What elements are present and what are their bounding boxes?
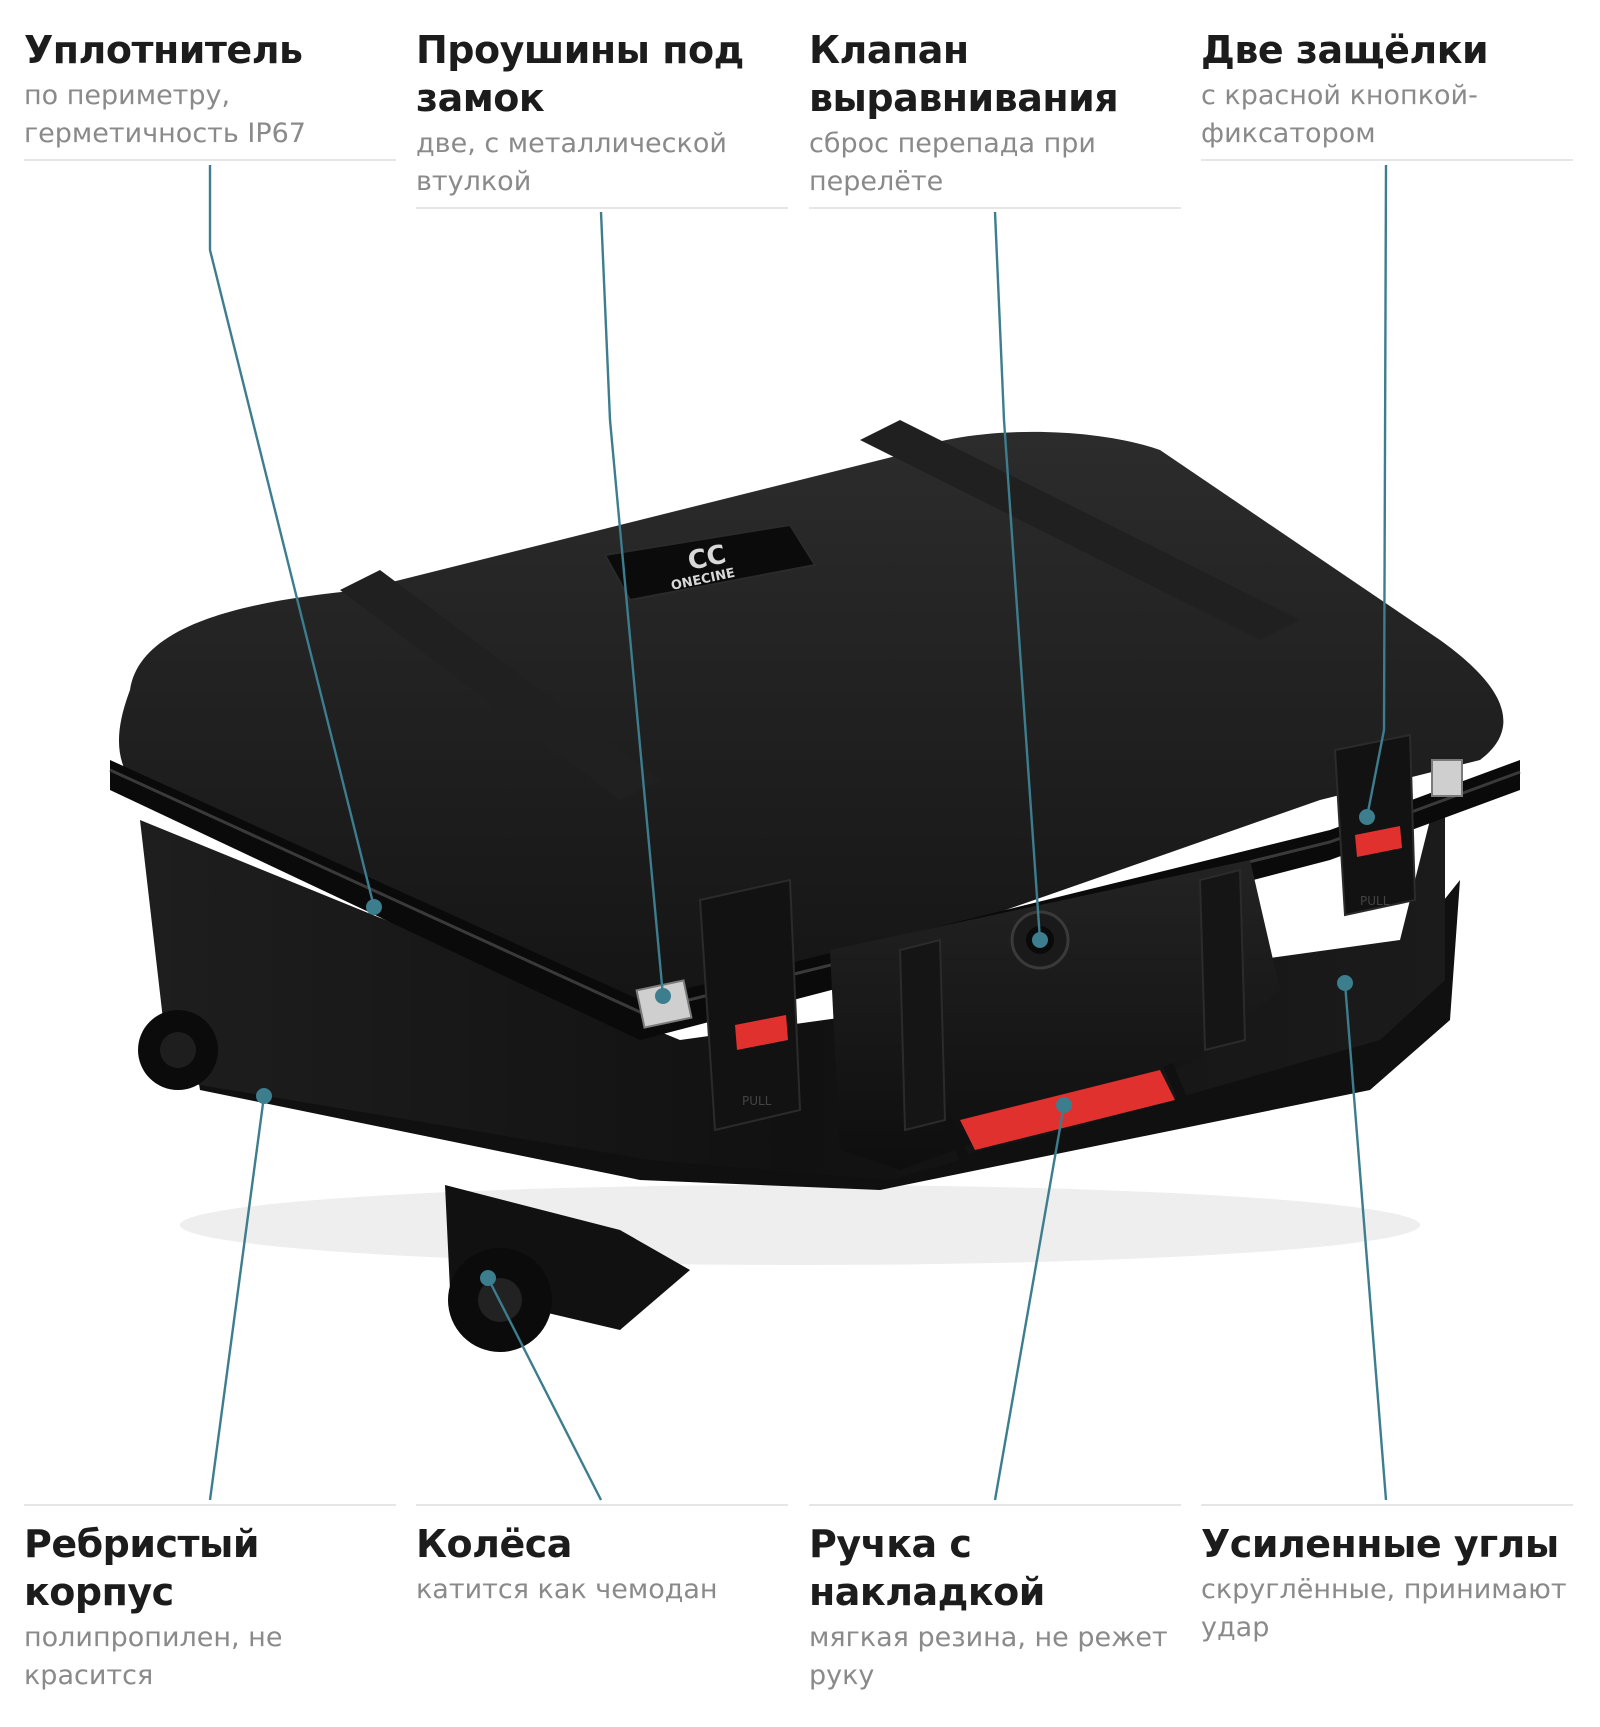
divider [416, 1504, 788, 1506]
leader-handle [993, 1104, 1066, 1501]
callout-wheels: Колёса катится как чемодан [416, 1520, 788, 1609]
lid-rib-left [340, 570, 660, 800]
handle-bracket-right [1198, 868, 1247, 1052]
callout-corners-subtitle: скруглённые, принимают удар [1201, 1574, 1567, 1643]
callout-padlock-eyelets-subtitle: две, с металлической втулкой [416, 128, 727, 197]
marker-handle [1056, 1097, 1072, 1113]
callout-corners-title: Усиленные углы [1201, 1522, 1559, 1566]
callout-gasket: Уплотнитель по периметру, герметичность … [24, 26, 396, 153]
logo-badge [603, 523, 817, 602]
marker-wheels [480, 1270, 496, 1286]
marker-latches [1359, 809, 1375, 825]
marker-padlock [655, 988, 671, 1004]
callout-pressure-valve: Клапан выравнивания сброс перепада при п… [809, 26, 1181, 201]
padlock-eyelet-left [635, 979, 693, 1029]
divider [809, 207, 1181, 209]
callout-handle-subtitle: мягкая резина, не режет руку [809, 1622, 1168, 1691]
callout-gasket-title: Уплотнитель [24, 28, 303, 72]
callout-ribbed-body-subtitle: полипропилен, не красится [24, 1622, 283, 1691]
leader-padlock [599, 211, 665, 997]
callout-ribbed-body-title: Ребристый корпус [24, 1522, 260, 1614]
divider [416, 207, 788, 209]
callout-ribbed-body: Ребристый корпус полипропилен, не красит… [24, 1520, 396, 1695]
callout-pressure-valve-subtitle: сброс перепада при перелёте [809, 128, 1096, 197]
lid-rib-right [860, 420, 1300, 640]
latch-left: PULL [698, 878, 802, 1132]
callout-latches-subtitle: с красной кнопкой-фиксатором [1201, 80, 1478, 149]
callout-gasket-subtitle: по периметру, герметичность IP67 [24, 80, 306, 149]
callout-padlock-eyelets: Проушины под замок две, с металлической … [416, 26, 788, 201]
callout-wheels-subtitle: катится как чемодан [416, 1574, 718, 1605]
wheel-rear [138, 1010, 218, 1090]
marker-gasket [366, 899, 382, 915]
callout-padlock-eyelets-title: Проушины под замок [416, 28, 744, 120]
leader-wheels [486, 1277, 603, 1501]
callout-handle-title: Ручка с накладкой [809, 1522, 1045, 1614]
callout-wheels-title: Колёса [416, 1522, 572, 1566]
marker-valve [1032, 932, 1048, 948]
leader-valve [993, 211, 1042, 941]
latch-right-pull-label: PULL [1360, 894, 1390, 908]
latch-left-pull-label: PULL [742, 1094, 772, 1108]
padlock-eyelet-right [1431, 759, 1463, 797]
marker-corners [1337, 975, 1353, 991]
divider [1201, 159, 1573, 161]
marker-ribbed-body [256, 1088, 272, 1104]
leader-corners [1343, 982, 1388, 1501]
callout-latches: Две защёлки с красной кнопкой-фиксатором [1201, 26, 1573, 153]
latch-left-red-button[interactable] [735, 1015, 788, 1050]
leader-gasket [208, 165, 376, 908]
callout-corners: Усиленные углы скруглённые, принимают уд… [1201, 1520, 1573, 1647]
latch-right: PULL [1333, 733, 1417, 917]
latch-right-red-button[interactable] [1355, 826, 1402, 857]
callout-latches-title: Две защёлки [1201, 28, 1489, 72]
divider [24, 159, 396, 161]
floor-shadow [180, 1185, 1420, 1265]
leader-lines [208, 164, 1388, 1501]
handle-bracket-left [898, 938, 947, 1132]
leader-ribbed-body [208, 1095, 266, 1501]
callout-pressure-valve-title: Клапан выравнивания [809, 28, 1119, 120]
leader-latches [1365, 164, 1388, 818]
divider [809, 1504, 1181, 1506]
callout-handle: Ручка с накладкой мягкая резина, не реже… [809, 1520, 1181, 1695]
divider [24, 1504, 396, 1506]
divider [1201, 1504, 1573, 1506]
